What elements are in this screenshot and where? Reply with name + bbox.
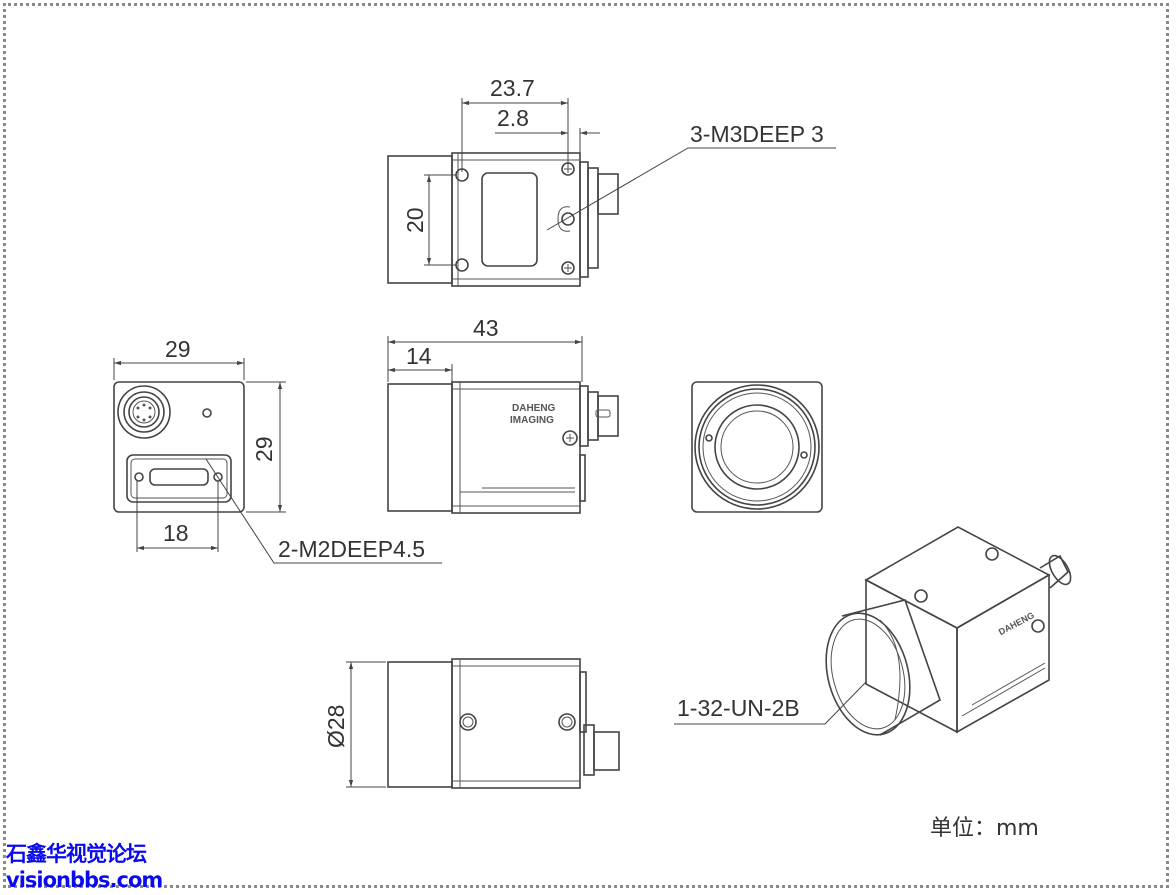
bottom-view: Ø28 <box>323 658 620 789</box>
dim-23-7: 23.7 <box>490 75 535 101</box>
rear-view: 29 29 18 2-M2DEEP4.5 <box>113 336 442 564</box>
unit-label: 单位：mm <box>930 816 1039 841</box>
dim-2-8: 2.8 <box>497 105 529 131</box>
dim-18: 18 <box>163 520 189 546</box>
callout-1-32-un-2b: 1-32-UN-2B <box>677 695 800 721</box>
top-view: 23.7 2.8 20 3-M3DEEP 3 <box>387 75 836 287</box>
iso-brand-logo: DAHENG <box>997 610 1036 637</box>
dim-43: 43 <box>473 315 499 341</box>
dim-20: 20 <box>402 207 428 233</box>
callout-3-m3deep-3: 3-M3DEEP 3 <box>690 121 824 147</box>
callout-2-m2deep4-5: 2-M2DEEP4.5 <box>278 536 425 562</box>
dim-29-width: 29 <box>165 336 191 362</box>
brand-logo-line1: DAHENG <box>512 403 556 414</box>
dim-diameter-28: Ø28 <box>323 705 349 748</box>
drawing-border <box>3 3 1169 888</box>
watermark-forum-name: 石鑫华视觉论坛 <box>6 842 147 866</box>
brand-logo-line2: IMAGING <box>510 415 554 426</box>
dim-29-height: 29 <box>251 436 277 462</box>
watermark-url[interactable]: visionbbs.com <box>6 868 163 892</box>
isometric-view: DAHENG 1-32-UN-2B <box>674 526 1072 736</box>
front-view <box>691 381 823 513</box>
side-view: DAHENG IMAGING 43 14 <box>387 315 619 514</box>
dim-14: 14 <box>406 343 432 369</box>
